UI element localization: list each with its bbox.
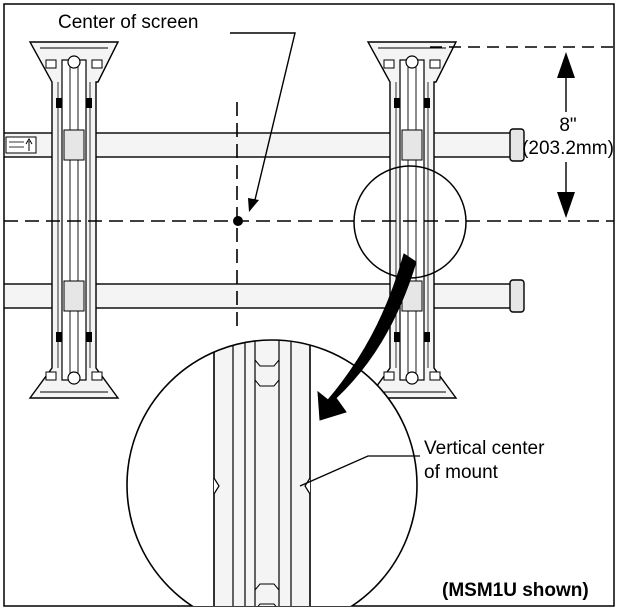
dimension-arrow-down (557, 162, 575, 218)
left-vertical-bracket (28, 41, 120, 399)
screen-center-dot (233, 216, 243, 226)
dimension-mm-label: (203.2mm) (522, 138, 614, 159)
center-leader-arrowhead (248, 198, 259, 212)
vertical-center-label-line1: Vertical center (424, 438, 545, 459)
magnified-detail-view (126, 339, 418, 606)
model-shown-note: (MSM1U shown) (442, 580, 589, 601)
vertical-center-label-line2: of mount (424, 462, 498, 483)
magnify-curved-arrow (317, 253, 417, 421)
dimension-arrow-up (557, 52, 575, 112)
center-of-screen-label: Center of screen (58, 12, 199, 33)
rail-label-tag (5, 136, 37, 154)
vertical-center-leader (299, 455, 420, 487)
center-label-leader (230, 32, 296, 205)
dimension-inches-label: 8" (559, 115, 577, 136)
right-vertical-bracket (366, 41, 458, 399)
